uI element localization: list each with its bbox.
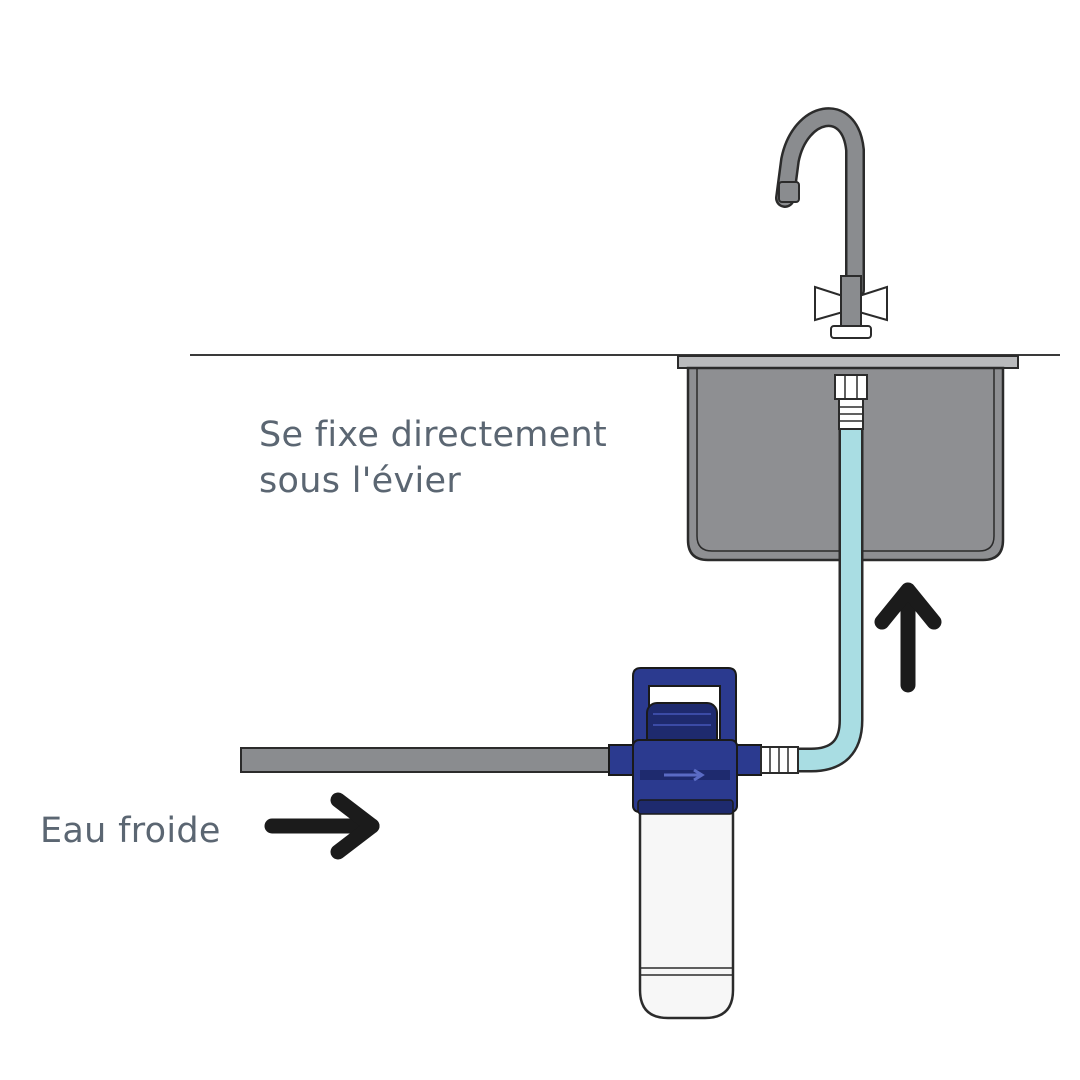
cold-water-pipe bbox=[240, 747, 614, 773]
water-filter-unit bbox=[608, 667, 762, 1020]
faucet-hose-connector bbox=[834, 374, 868, 430]
arrow-right-icon bbox=[264, 792, 380, 860]
cold-water-label: Eau froide bbox=[40, 811, 221, 851]
filtered-water-hose bbox=[790, 420, 864, 773]
mount-label-line-2: sous l'évier bbox=[259, 461, 462, 501]
arrow-up-icon bbox=[874, 582, 942, 693]
outlet-fitting bbox=[760, 746, 799, 774]
mount-label-line-1: Se fixe directement bbox=[259, 415, 608, 455]
faucet-icon bbox=[775, 107, 888, 339]
mount-location-label: Se fixe directement sous l'évier bbox=[259, 412, 607, 504]
